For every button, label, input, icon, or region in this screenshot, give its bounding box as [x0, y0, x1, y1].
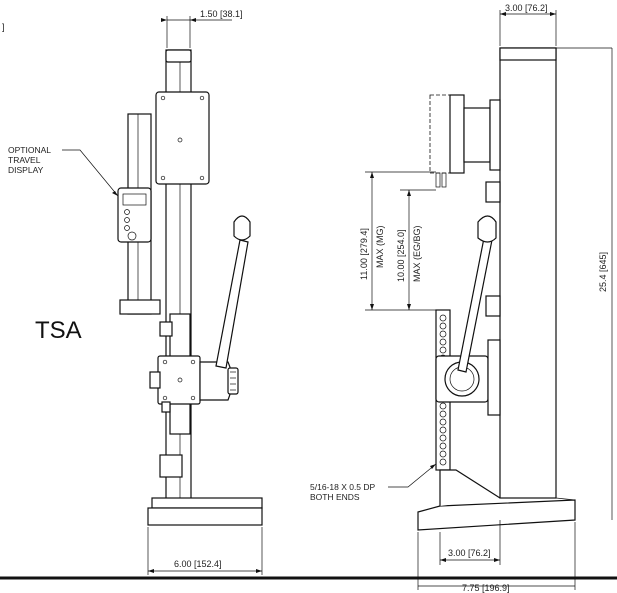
optional-display-note: OPTIONAL TRAVEL DISPLAY — [8, 145, 119, 197]
note-optional: OPTIONAL — [8, 145, 51, 155]
dim-column-offset-label: 1.50 [38.1] — [200, 9, 243, 19]
side-view: 3.00 [76.2] 11.00 [279.4] MAX — [310, 3, 613, 593]
side-column-cap — [499, 47, 557, 61]
dim-travel: 11.00 [279.4] MAX (MG) 10.00 [254.0] MAX… — [359, 171, 436, 311]
travel-display — [117, 187, 152, 243]
side-pinion-housing — [435, 295, 501, 416]
model-label: TSA — [35, 317, 82, 344]
dim-base-width: 6.00 [152.4] — [147, 527, 263, 575]
note-travel: TRAVEL — [8, 155, 41, 165]
carriage-plate — [155, 91, 210, 185]
dim-travel-mg-value: 11.00 [279.4] — [359, 228, 369, 280]
dim-travel-eg-value: 10.00 [254.0] — [396, 229, 406, 282]
dim-overall-height-label: 25.4 [645] — [598, 252, 608, 292]
dim-column-offset: 1.50 [38.1] — [161, 9, 243, 48]
dim-side-base: 3.00 [76.2] 7.75 [196.9] — [417, 520, 576, 593]
side-column — [499, 47, 557, 499]
side-base — [417, 469, 576, 531]
note-thread-ends: BOTH ENDS — [310, 492, 360, 502]
corner-bracket: ] — [2, 22, 5, 32]
side-handle — [457, 215, 497, 373]
note-thread-size: 5/16-18 X 0.5 DP — [310, 482, 376, 492]
bottom-stop — [159, 454, 183, 478]
pinion-housing — [149, 355, 239, 413]
dim-base-width-label: 6.00 [152.4] — [174, 559, 222, 569]
thread-note: 5/16-18 X 0.5 DP BOTH ENDS — [310, 463, 437, 502]
dim-column-width-label: 3.00 [76.2] — [505, 3, 548, 13]
note-display: DISPLAY — [8, 165, 44, 175]
front-column-cap — [165, 49, 192, 63]
dim-base-depth-label: 7.75 [196.9] — [462, 583, 510, 593]
front-base — [147, 507, 263, 526]
dim-overall-height: 25.4 [645] — [598, 48, 613, 520]
dim-base-offset-label: 3.00 [76.2] — [448, 548, 491, 558]
front-base-top — [151, 497, 263, 509]
dim-travel-mg-label: MAX (MG) — [375, 226, 385, 269]
dim-travel-eg-label: MAX (EG/BG) — [412, 225, 422, 282]
front-rail-foot — [119, 299, 161, 315]
dim-column-width: 3.00 [76.2] — [499, 3, 557, 46]
front-handle — [215, 215, 251, 369]
side-carriage-phantom — [429, 94, 501, 188]
front-view: 1.50 [38.1] — [8, 9, 263, 575]
side-stop — [485, 181, 501, 203]
